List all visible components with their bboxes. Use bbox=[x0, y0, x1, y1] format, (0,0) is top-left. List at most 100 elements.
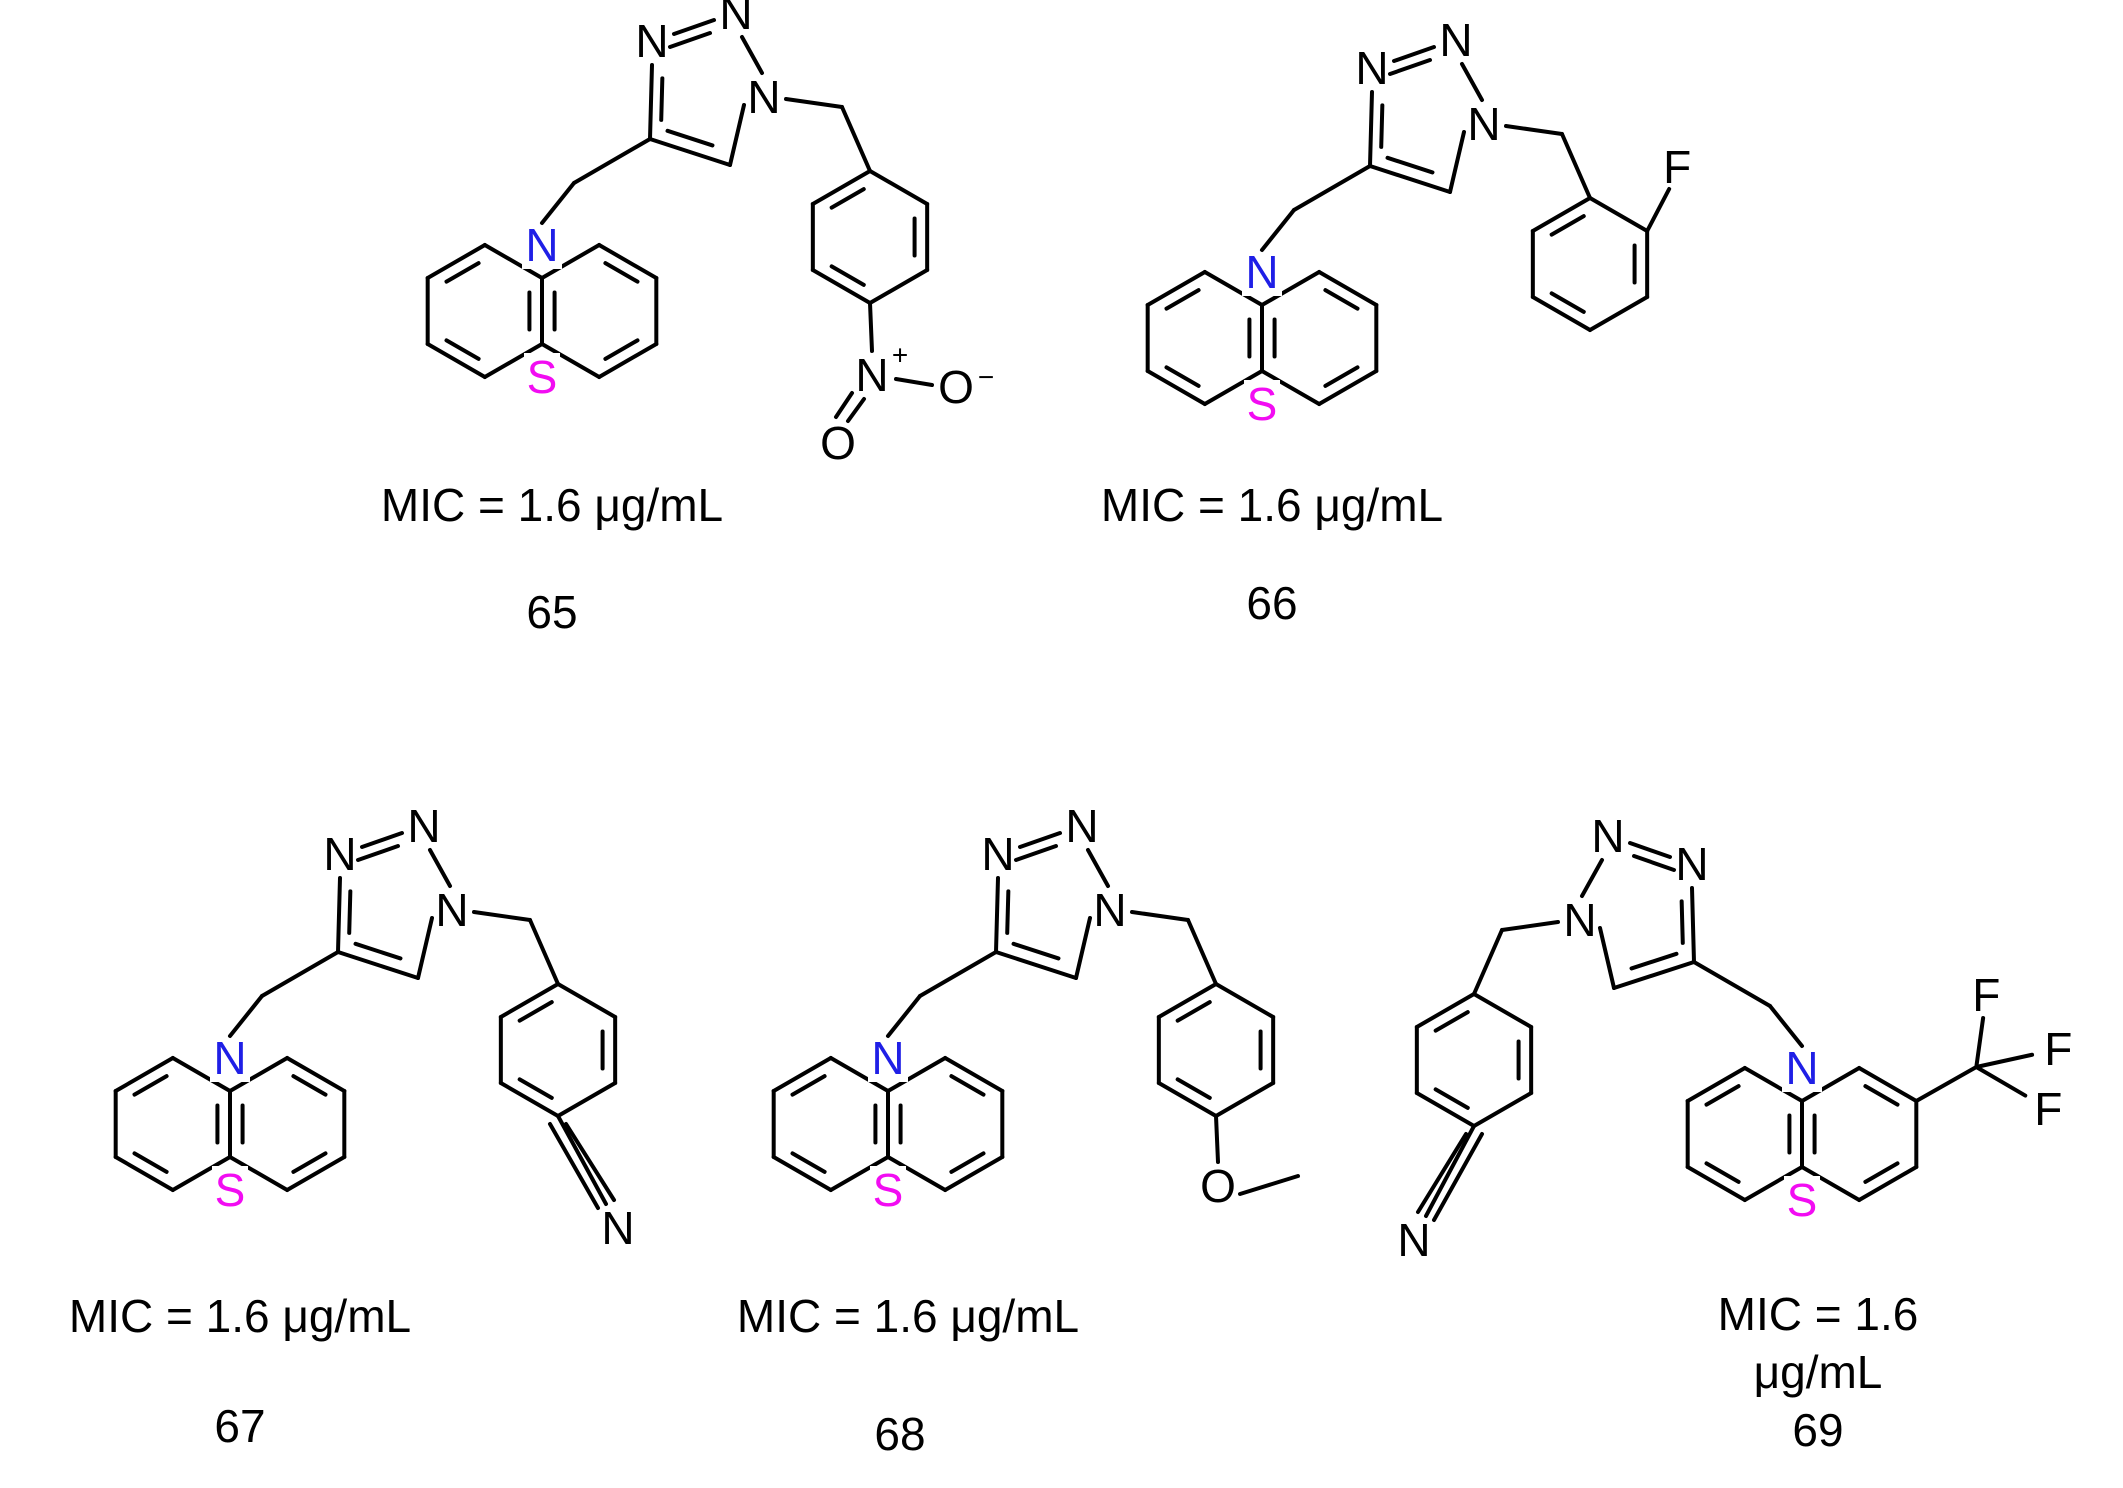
triazole-n3: N bbox=[1675, 838, 1708, 890]
cyanobenzene-ring-bond bbox=[498, 982, 560, 1019]
methoxybenzene-ring-double-bond bbox=[1175, 1000, 1212, 1023]
triazole-n-n-bond bbox=[1628, 841, 1672, 859]
right-benzo-ring-double-bond bbox=[949, 1151, 986, 1174]
trifluoromethyl-fluorine: F bbox=[2034, 1083, 2062, 1135]
nitrile-triple-bond bbox=[1424, 1124, 1476, 1218]
triazole-n3: N bbox=[1355, 42, 1388, 94]
left-benzo-ring-bond bbox=[771, 1056, 833, 1093]
phenothiazine-sulfur: S bbox=[1787, 1174, 1818, 1226]
triazole-n-c-bond bbox=[728, 103, 746, 167]
methylene-triazole-bond bbox=[572, 137, 652, 185]
triazole-double-bond bbox=[1011, 941, 1061, 961]
nitro-bond bbox=[868, 301, 874, 353]
left-benzo-ring-bond bbox=[425, 342, 487, 379]
right-benzo-ring-double-bond bbox=[949, 1074, 986, 1097]
compound-number-67: 67 bbox=[214, 1400, 265, 1452]
nitrile-triple-bond bbox=[548, 1122, 600, 1210]
benzyl-ring-bond bbox=[528, 918, 560, 986]
fluorine: F bbox=[1663, 141, 1691, 193]
left-benzo-ring-bond bbox=[828, 1056, 890, 1093]
fluorobenzene-ring-bond bbox=[1588, 196, 1650, 233]
left-benzo-ring-double-bond bbox=[444, 261, 481, 284]
triazole-n-n-bond bbox=[1580, 858, 1604, 898]
cyanobenzene-ring-bond bbox=[556, 982, 618, 1019]
fluorobenzene-ring-bond bbox=[1588, 295, 1650, 332]
mic-label-66: MIC = 1.6 μg/mL bbox=[1101, 479, 1443, 531]
triazole-n-c-bond bbox=[1448, 130, 1466, 194]
triazole-n-c-bond bbox=[416, 916, 434, 980]
cyanobenzene-ring-double-bond bbox=[517, 1000, 554, 1023]
triazole-c-c-bond bbox=[1368, 164, 1452, 194]
trifluoromethyl-fluorine: F bbox=[1972, 969, 2000, 1021]
n-methylene-bond bbox=[228, 994, 264, 1038]
triazole-n2: N bbox=[407, 800, 440, 852]
methoxybenzene-ring-bond bbox=[1214, 982, 1276, 1019]
left-benzo-ring-double-bond bbox=[790, 1151, 827, 1174]
benzyl-ring-bond bbox=[1186, 918, 1218, 986]
triazole-n-n-double-bond bbox=[356, 844, 400, 862]
methoxybenzene-ring-bond bbox=[1156, 1081, 1218, 1118]
right-benzo-ring-double-bond bbox=[1323, 365, 1360, 388]
methylene-triazole-bond bbox=[260, 950, 340, 998]
triazole-n2: N bbox=[1439, 14, 1472, 66]
triazole-n-c-bond bbox=[1074, 916, 1092, 980]
benzyl-ring-bond bbox=[1560, 132, 1592, 200]
triazole-bond bbox=[1690, 886, 1696, 964]
nitro-o-double-bond bbox=[846, 397, 866, 423]
right-benzo-ring-double-bond bbox=[1863, 1084, 1900, 1107]
triazole-c-c-bond bbox=[994, 950, 1078, 980]
triazole-n3: N bbox=[981, 828, 1014, 880]
c-f-bond bbox=[1974, 1016, 1986, 1069]
phenothiazine-nitrogen: N bbox=[213, 1032, 246, 1084]
left-benzo-ring-bond bbox=[482, 243, 544, 280]
left-benzo-ring-double-bond bbox=[132, 1151, 169, 1174]
trifluoromethyl-bond bbox=[1914, 1065, 1979, 1103]
right-benzo-ring-double-bond bbox=[603, 261, 640, 284]
right-benzo-ring-bond bbox=[228, 1155, 290, 1192]
triazole-n-n-double-bond bbox=[1014, 844, 1058, 862]
triazole-n-n-bond bbox=[428, 848, 452, 888]
label-backdrop bbox=[1782, 1044, 1822, 1092]
methoxybenzene-ring-bond bbox=[1156, 982, 1218, 1019]
cyanobenzene-ring-bond bbox=[556, 1081, 618, 1118]
benzyl-n-bond bbox=[472, 910, 532, 922]
label-backdrop bbox=[1242, 248, 1282, 296]
triazole-double-bond bbox=[665, 128, 715, 148]
fluorobenzene-ring-bond bbox=[1530, 196, 1592, 233]
right-benzo-ring-double-bond bbox=[291, 1074, 328, 1097]
compound-number-66: 66 bbox=[1246, 577, 1297, 629]
nitrile-triple-bond bbox=[564, 1122, 616, 1202]
right-benzo-ring-bond bbox=[285, 1155, 347, 1192]
n-methylene-bond bbox=[1260, 208, 1296, 252]
mic-label-69-line1: MIC = 1.6 bbox=[1718, 1288, 1919, 1340]
right-benzo-ring-double-bond bbox=[1863, 1161, 1900, 1184]
right-benzo-ring-bond bbox=[1857, 1066, 1919, 1103]
left-benzo-ring-bond bbox=[170, 1155, 232, 1192]
left-benzo-ring-bond bbox=[1145, 270, 1207, 307]
phenothiazine-sulfur: S bbox=[873, 1164, 904, 1216]
label-backdrop bbox=[524, 353, 560, 401]
compound-number-65: 65 bbox=[526, 586, 577, 638]
nitrile-triple-bond bbox=[556, 1114, 608, 1206]
triazole-n-n-double-bond bbox=[668, 31, 712, 49]
left-benzo-ring-double-bond bbox=[1164, 365, 1201, 388]
triazole-c-c-bond bbox=[1612, 960, 1696, 990]
nitrobenzene-ring-bond bbox=[868, 169, 930, 206]
c-f-bond bbox=[1974, 1065, 2028, 1098]
triazole-n-n-bond bbox=[1086, 848, 1110, 888]
right-benzo-ring-bond bbox=[540, 243, 602, 280]
left-benzo-ring-bond bbox=[425, 243, 487, 280]
nitro-o-double-bond bbox=[834, 391, 854, 419]
triazole-bond bbox=[648, 63, 654, 141]
fluoro-bond bbox=[1645, 187, 1672, 233]
mic-label-69-line2: μg/mL bbox=[1754, 1346, 1883, 1398]
left-benzo-ring-bond bbox=[1685, 1165, 1747, 1202]
mic-label-65: MIC = 1.6 μg/mL bbox=[381, 479, 723, 531]
nitrile-nitrogen: N bbox=[601, 1202, 634, 1254]
left-benzo-ring-double-bond bbox=[790, 1074, 827, 1097]
triazole-double-bond bbox=[347, 889, 353, 935]
left-benzo-ring-bond bbox=[828, 1155, 890, 1192]
right-benzo-ring-double-bond bbox=[291, 1151, 328, 1174]
